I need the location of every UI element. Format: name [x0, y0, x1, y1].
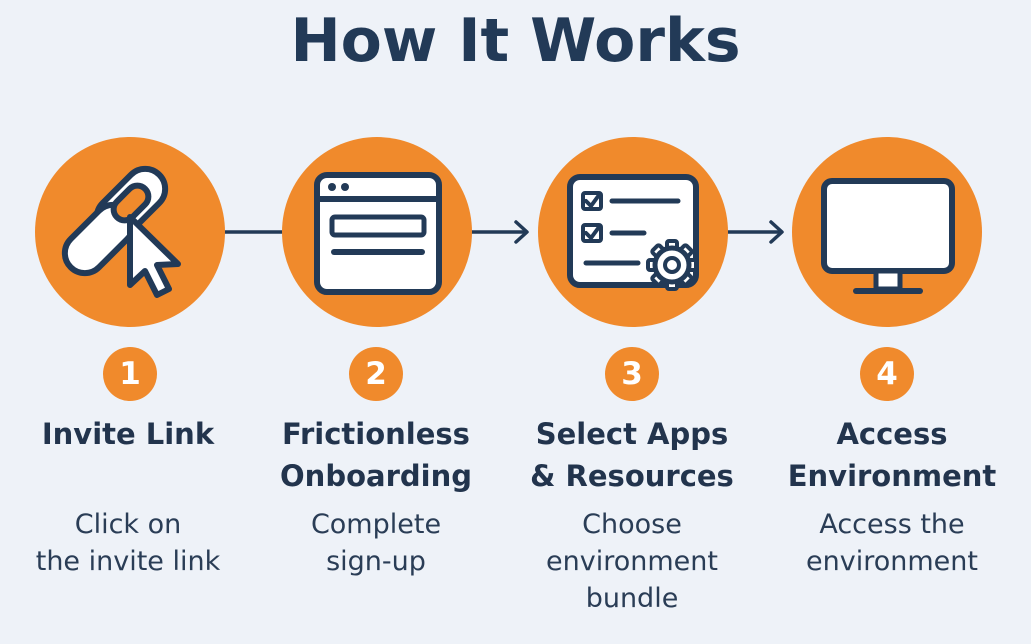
step-2-number-badge: 2 — [349, 347, 403, 401]
step-3-title: Select Apps & Resources — [530, 417, 734, 493]
step-4-description: Access the environment — [806, 509, 978, 577]
link-cursor-icon — [61, 165, 181, 298]
step-4-number-badge: 4 — [860, 347, 914, 401]
step-4-title: Access Environment — [787, 417, 997, 493]
step-1-description: Click on the invite link — [35, 509, 221, 577]
browser-window-icon — [314, 172, 442, 295]
step-2: 2 Frictionless Onboarding Complete sign-… — [251, 0, 501, 644]
step-4-circle — [792, 137, 982, 327]
arrowhead-3 — [769, 220, 784, 244]
step-1-title: Invite Link — [41, 417, 215, 451]
monitor-icon — [821, 178, 955, 294]
step-2-description: Complete sign-up — [310, 509, 442, 577]
step-1-circle — [35, 137, 225, 327]
step-1-number-badge: 1 — [103, 347, 157, 401]
page-title: How It Works — [290, 6, 741, 76]
step-2-title: Frictionless Onboarding — [280, 417, 472, 493]
step-1: 1 Invite Link Click on the invite link — [3, 0, 253, 644]
step-3-description: Choose environment bundle — [546, 509, 718, 614]
step-3-number-badge: 3 — [605, 347, 659, 401]
step-3-circle — [538, 137, 728, 327]
step-3: 3 Select Apps & Resources Choose environ… — [507, 0, 757, 644]
checklist-gear-icon — [567, 174, 699, 291]
arrowhead-2 — [514, 220, 529, 244]
step-4: 4 Access Environment Access the environm… — [767, 0, 1017, 644]
step-2-circle — [282, 137, 472, 327]
